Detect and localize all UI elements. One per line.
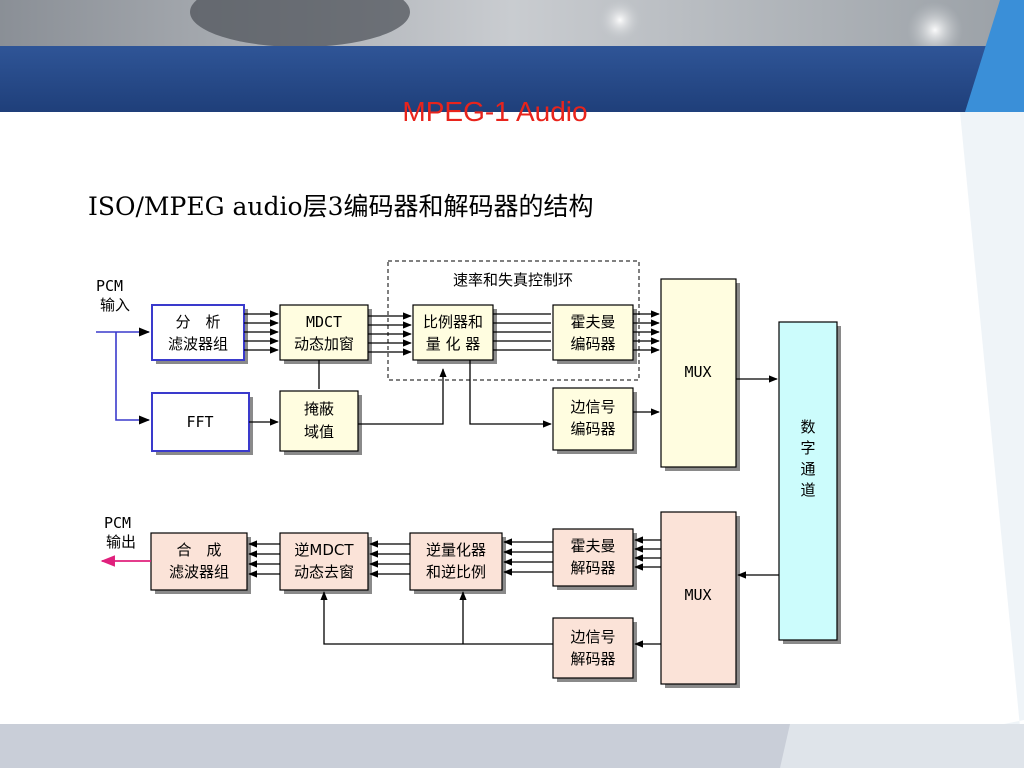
mask-threshold-label-2: 域值 — [304, 423, 334, 441]
channel-label-4: 道 — [800, 481, 815, 499]
side-info-decoder-block — [552, 617, 634, 679]
dequantizer-block — [409, 532, 503, 591]
channel-label-1: 数 — [800, 418, 815, 436]
mux-bottom-block — [660, 511, 737, 685]
dark-droplet-shape — [190, 0, 410, 47]
huffman-decoder-label-2: 解码器 — [570, 559, 615, 577]
side-info-encoder-block — [552, 387, 634, 451]
analysis-filter-label-1: 分 析 — [175, 313, 220, 331]
mask-threshold-block — [279, 390, 359, 452]
water-drop-shape-2 — [907, 2, 963, 58]
signal-lines — [96, 310, 779, 648]
pcm-output-label-1: PCM — [104, 514, 131, 532]
mdct-block — [279, 304, 369, 361]
huffman-decoder-label-1: 霍夫曼 — [570, 537, 615, 555]
synthesis-filter-block — [150, 532, 248, 591]
fft-block — [151, 392, 250, 452]
light-diagonal-stripe — [790, 112, 1024, 768]
water-drop-shape — [598, 0, 642, 42]
pcm-input-label-2: 输入 — [100, 296, 130, 314]
bottom-band-highlight — [780, 724, 1024, 768]
imdct-block — [279, 532, 369, 591]
pcm-input-label-1: PCM — [96, 277, 123, 295]
mdct-label-1: MDCT — [306, 313, 342, 331]
side-info-encoder-label-2: 编码器 — [570, 420, 615, 438]
channel-label-3: 通 — [800, 460, 815, 478]
top-photo-strip — [0, 0, 1024, 46]
quantizer-label-2: 量 化 器 — [426, 335, 481, 353]
huffman-encoder-label-1: 霍夫曼 — [570, 313, 615, 331]
side-info-decoder-label-2: 解码器 — [570, 650, 615, 668]
slide-title: MPEG-1 Audio — [402, 96, 588, 127]
imdct-label-2: 动态去窗 — [294, 563, 354, 581]
rate-control-loop-box — [387, 260, 640, 381]
pcm-output-label-2: 输出 — [106, 533, 136, 551]
accent-corner — [965, 0, 1024, 112]
codec-block-diagram: 速率和失真控制环 PCM 输入 PCM 输出 分 析 滤波器组 MDCT 动态加… — [94, 252, 854, 698]
huffman-encoder-label-2: 编码器 — [570, 335, 615, 353]
side-info-decoder-label-1: 边信号 — [570, 628, 615, 646]
analysis-filter-label-2: 滤波器组 — [168, 335, 228, 353]
channel-label-2: 字 — [800, 439, 815, 457]
mux-top-block — [660, 278, 737, 468]
digital-channel-block — [778, 321, 838, 641]
dequantizer-label-2: 和逆比例 — [426, 563, 486, 581]
slide-subtitle: ISO/MPEG audio层3编码器和解码器的结构 — [88, 192, 594, 221]
blue-header-band — [0, 46, 1024, 112]
fft-label: FFT — [186, 413, 213, 431]
side-info-encoder-label-1: 边信号 — [570, 398, 615, 416]
diagram-blocks — [150, 278, 838, 685]
huffman-decoder-block — [552, 528, 634, 587]
mdct-label-2: 动态加窗 — [294, 335, 354, 353]
dequantizer-label-1: 逆量化器 — [426, 541, 486, 559]
imdct-label-1: 逆MDCT — [294, 541, 354, 559]
quantizer-label-1: 比例器和 — [423, 313, 483, 331]
quantizer-block — [412, 304, 494, 361]
mux-top-label: MUX — [684, 363, 711, 381]
mux-bottom-label: MUX — [684, 586, 711, 604]
diagram-labels: 速率和失真控制环 PCM 输入 PCM 输出 分 析 滤波器组 MDCT 动态加… — [96, 271, 816, 668]
mask-threshold-label-1: 掩蔽 — [304, 400, 334, 418]
huffman-encoder-block — [552, 304, 634, 361]
rate-control-label: 速率和失真控制环 — [453, 271, 573, 289]
synthesis-filter-label-2: 滤波器组 — [169, 563, 229, 581]
synthesis-filter-label-1: 合 成 — [176, 541, 221, 559]
